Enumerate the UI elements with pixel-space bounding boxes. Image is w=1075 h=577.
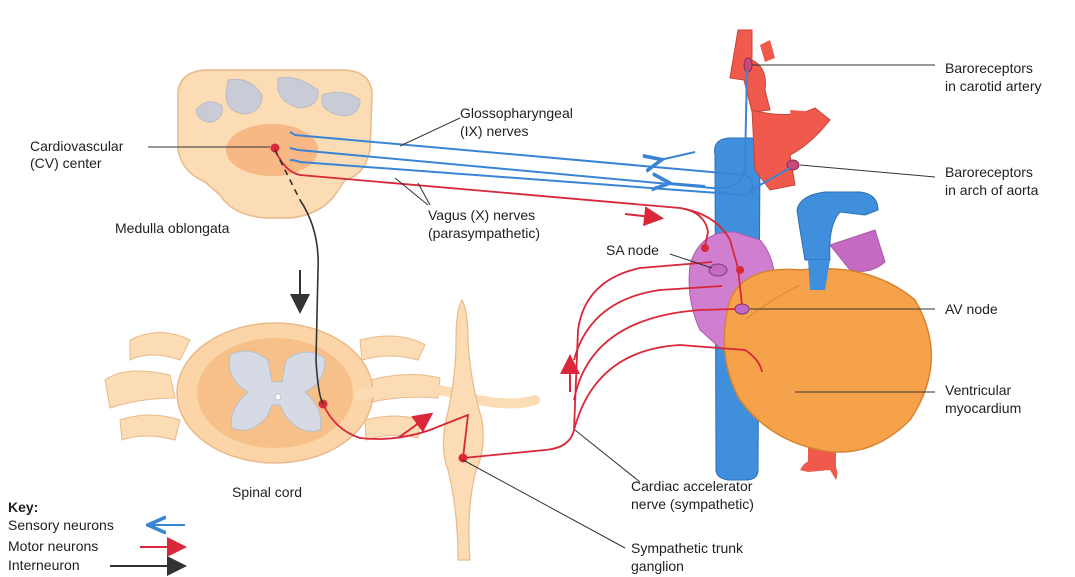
label-vagus-line1: Vagus (X) nerves	[428, 207, 535, 223]
medulla-oblongata	[178, 70, 372, 218]
key-label-motor: Motor neurons	[8, 538, 98, 554]
label-av-node: AV node	[945, 301, 998, 317]
label-baro-aorta-line1: Baroreceptors	[945, 164, 1033, 180]
label-vagus-line2: (parasympathetic)	[428, 225, 540, 241]
key-title: Key:	[8, 499, 38, 515]
label-ventricular-line1: Ventricular	[945, 382, 1011, 398]
label-accel-line2: nerve (sympathetic)	[631, 496, 754, 512]
label-ganglion-line1: Sympathetic trunk	[631, 540, 744, 556]
label-ventricular-line2: myocardium	[945, 400, 1021, 416]
sa-node-mark	[709, 264, 727, 276]
label-cv-center-line2: (CV) center	[30, 155, 102, 171]
label-baro-carotid-line2: in carotid artery	[945, 78, 1041, 94]
key-legend: Key: Sensory neurons Motor neurons Inter…	[8, 499, 185, 573]
label-sa-node: SA node	[606, 242, 659, 258]
label-spinal-cord: Spinal cord	[232, 484, 302, 500]
label-medulla: Medulla oblongata	[115, 220, 230, 236]
baroreceptor-carotid-mark	[744, 58, 752, 72]
label-accel-line1: Cardiac accelerator	[631, 478, 753, 494]
label-cv-center-line1: Cardiovascular	[30, 138, 124, 154]
sympathetic-trunk-ganglion	[443, 300, 483, 560]
av-node-mark	[735, 304, 749, 314]
heart	[689, 30, 931, 480]
label-glosso-line2: (IX) nerves	[460, 123, 528, 139]
label-glosso-line1: Glossopharyngeal	[460, 105, 573, 121]
label-baro-carotid-line1: Baroreceptors	[945, 60, 1033, 76]
label-baro-aorta-line2: in arch of aorta	[945, 182, 1039, 198]
label-ganglion-line2: ganglion	[631, 558, 684, 574]
key-label-sensory: Sensory neurons	[8, 517, 114, 533]
key-label-interneuron: Interneuron	[8, 557, 80, 573]
